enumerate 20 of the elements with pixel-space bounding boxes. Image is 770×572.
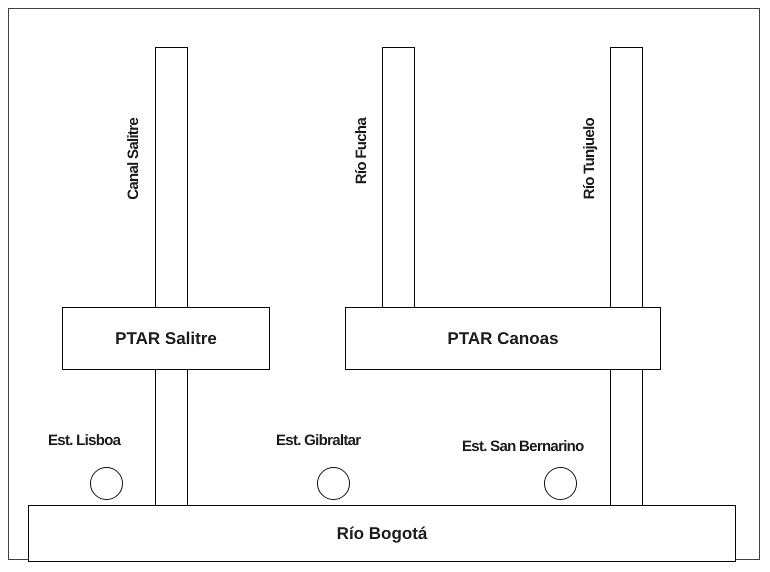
river-bar xyxy=(28,505,736,562)
channel-bar xyxy=(155,369,188,506)
process-box xyxy=(62,307,270,370)
channel-bar xyxy=(382,47,415,308)
channel-label: Río Tunjuelo xyxy=(581,118,598,200)
channel-bar xyxy=(155,47,188,308)
box-label: Río Bogotá xyxy=(336,524,428,544)
box-label: PTAR Canoas xyxy=(447,328,559,348)
channel-bar xyxy=(610,47,643,308)
station-label: Est. San Bernarino xyxy=(462,438,584,455)
process-box xyxy=(345,307,661,370)
station-circle xyxy=(317,467,350,500)
channel-bar xyxy=(610,369,643,506)
channel-label: Río Fucha xyxy=(353,118,370,184)
box-label: PTAR Salitre xyxy=(115,328,217,348)
station-circle xyxy=(90,467,123,500)
station-label: Est. Lisboa xyxy=(48,432,120,449)
station-circle xyxy=(544,467,577,500)
station-label: Est. Gibraltar xyxy=(276,432,360,449)
channel-label: Canal Salitre xyxy=(125,118,142,200)
